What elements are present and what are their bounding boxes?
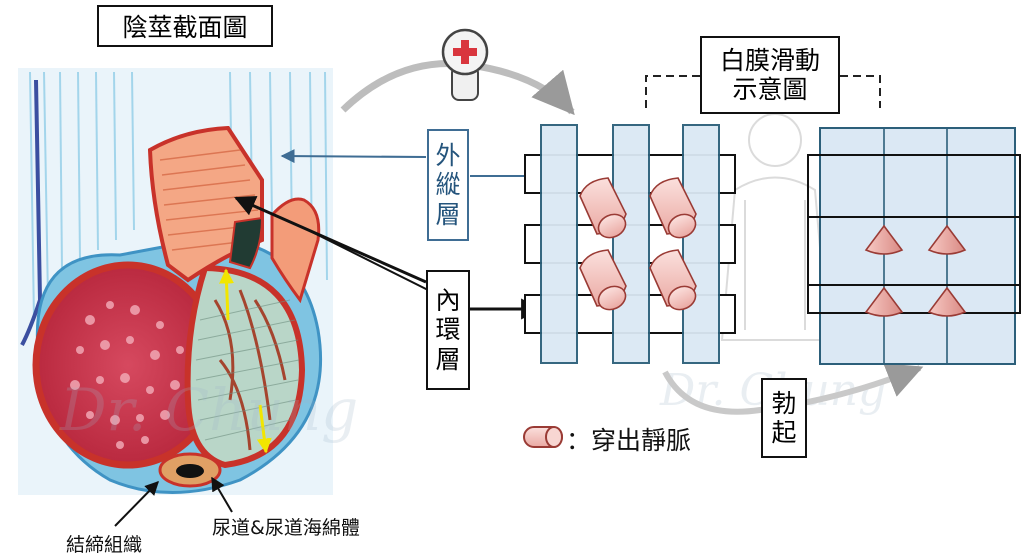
erection-label: 勃 起 (761, 378, 807, 458)
arrow-inner-to-illustration (234, 196, 427, 284)
sliding-diagram-title: 白膜滑動 示意圖 (700, 36, 840, 114)
compressed-grid-frame (819, 127, 1016, 365)
compressed-bands (807, 154, 1021, 314)
inner-hatching (195, 299, 300, 441)
corpus-cavernosum-right (184, 264, 306, 469)
medical-cross-icon (441, 28, 489, 101)
outer-band-3 (682, 124, 720, 364)
vein-legend-label: ：穿出靜脈 (566, 426, 692, 455)
inner-circular-label: 內 環 層 (426, 270, 470, 390)
inner-label-char: 內 (435, 285, 461, 315)
vein-cylinder (649, 177, 697, 239)
connective-tissue-pointer (114, 480, 159, 527)
urethra-lumen (176, 464, 204, 478)
inner-circular-band (228, 216, 264, 270)
erection-label-char: 起 (771, 418, 797, 447)
doctor-silhouette (720, 113, 830, 341)
vein-cone (864, 286, 904, 317)
spongy-dots (70, 301, 184, 449)
vein-cylinder (579, 177, 627, 239)
title-bracket-right (840, 75, 881, 108)
arrow-outer-to-illustration (280, 149, 427, 164)
outer-label-char: 層 (435, 199, 461, 229)
sliding-title-line: 示意圖 (732, 75, 808, 104)
outer-band-2 (612, 124, 650, 364)
vein-cone (864, 224, 904, 255)
title-bracket-left (645, 75, 700, 108)
vein-cylinder (649, 249, 697, 311)
vein-cone (927, 224, 967, 255)
connective-tissue-label: 結締組織 (66, 534, 143, 556)
outer-label-char: 縱 (435, 170, 461, 200)
vein-cone (927, 286, 967, 317)
urethra-label: 尿道&尿道海綿體 (212, 517, 360, 539)
arrow-inner-secondary (299, 225, 433, 293)
yellow-arrow-up (219, 268, 235, 321)
vein-legend-icon (523, 426, 563, 448)
inner-label-char: 層 (435, 344, 461, 374)
inner-label-char: 環 (435, 315, 461, 345)
compressed-layer-grid (807, 127, 1021, 365)
emissary-veins-middle (579, 177, 697, 311)
figure-title: 陰莖截面圖 (97, 5, 273, 47)
erection-label-char: 勃 (771, 388, 797, 418)
yellow-arrow-down (256, 404, 272, 454)
watermark-text-left: Dr. Chung (59, 376, 358, 444)
left-vessel (20, 79, 43, 346)
outer-label-char: 外 (435, 140, 461, 170)
compressed-veins (864, 224, 967, 317)
curved-arrow-bottom (662, 363, 924, 415)
vertical-bands (540, 124, 720, 364)
cross-section-illustration (18, 68, 333, 495)
curling-flap (270, 197, 321, 304)
woven-layer-grid (524, 124, 736, 364)
vein-cylinder (579, 249, 627, 311)
urethra-pointer (211, 476, 233, 513)
outer-longitudinal-label: 外 縱 層 (427, 129, 469, 241)
outer-band-1 (540, 124, 578, 364)
sliding-title-line: 白膜滑動 (719, 45, 820, 75)
